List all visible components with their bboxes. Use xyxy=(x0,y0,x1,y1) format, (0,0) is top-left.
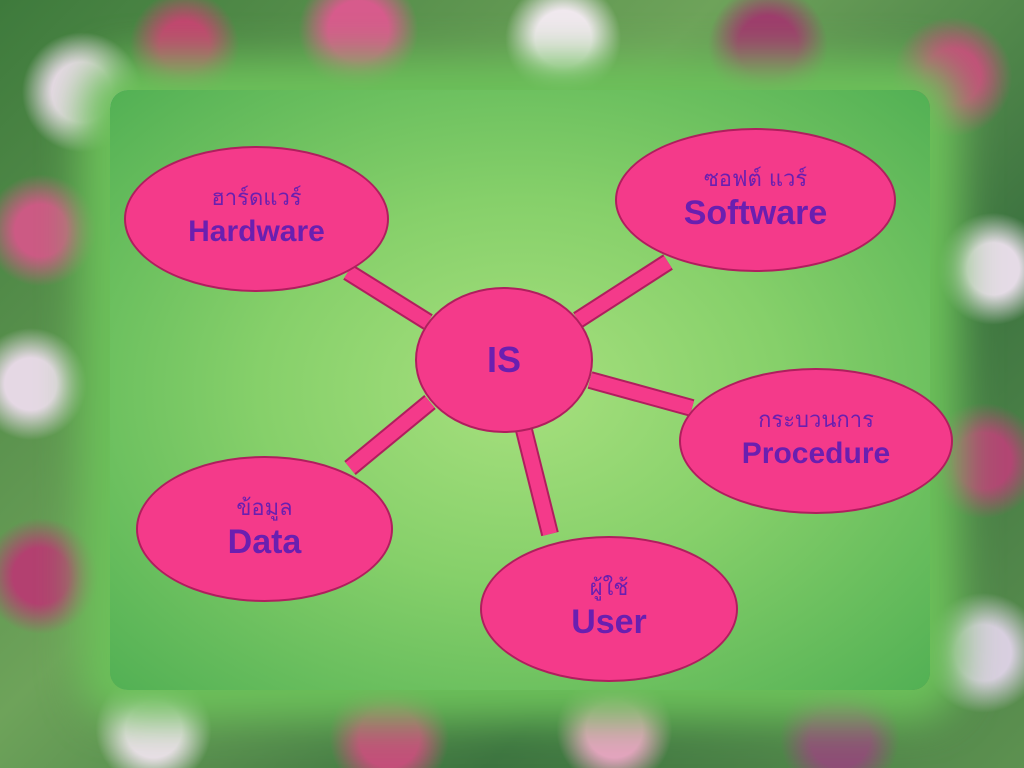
node-data-english-label: Data xyxy=(227,523,302,561)
node-procedure-english-label: Procedure xyxy=(741,437,891,470)
node-hardware-thai-label: ฮาร์ดแวร์ xyxy=(211,186,302,211)
node-procedure-thai-label: กระบวนการ xyxy=(758,408,874,433)
connector-software-fill xyxy=(574,256,672,326)
node-software-english-label: Software xyxy=(683,194,828,232)
node-procedure: กระบวนการ Procedure xyxy=(679,368,953,514)
connector-user-fill xyxy=(517,428,557,536)
node-hardware: ฮาร์ดแวร์ Hardware xyxy=(124,146,389,292)
node-software-thai-label: ซอฟต์ แวร์ xyxy=(703,167,808,192)
node-hardware-english-label: Hardware xyxy=(188,215,325,248)
node-is-label: IS xyxy=(486,339,521,380)
node-user-english-label: User xyxy=(571,603,647,641)
connector-hardware-fill xyxy=(344,266,432,328)
node-data: ข้อมูล Data xyxy=(136,456,393,602)
connector-procedure-fill xyxy=(588,373,694,415)
node-data-thai-label: ข้อมูล xyxy=(236,496,293,521)
node-user-thai-label: ผู้ใช้ xyxy=(589,576,629,601)
node-software: ซอฟต์ แวร์ Software xyxy=(615,128,896,272)
connector-data-fill xyxy=(345,396,435,474)
node-is-center: IS xyxy=(415,287,593,433)
node-user: ผู้ใช้ User xyxy=(480,536,738,682)
